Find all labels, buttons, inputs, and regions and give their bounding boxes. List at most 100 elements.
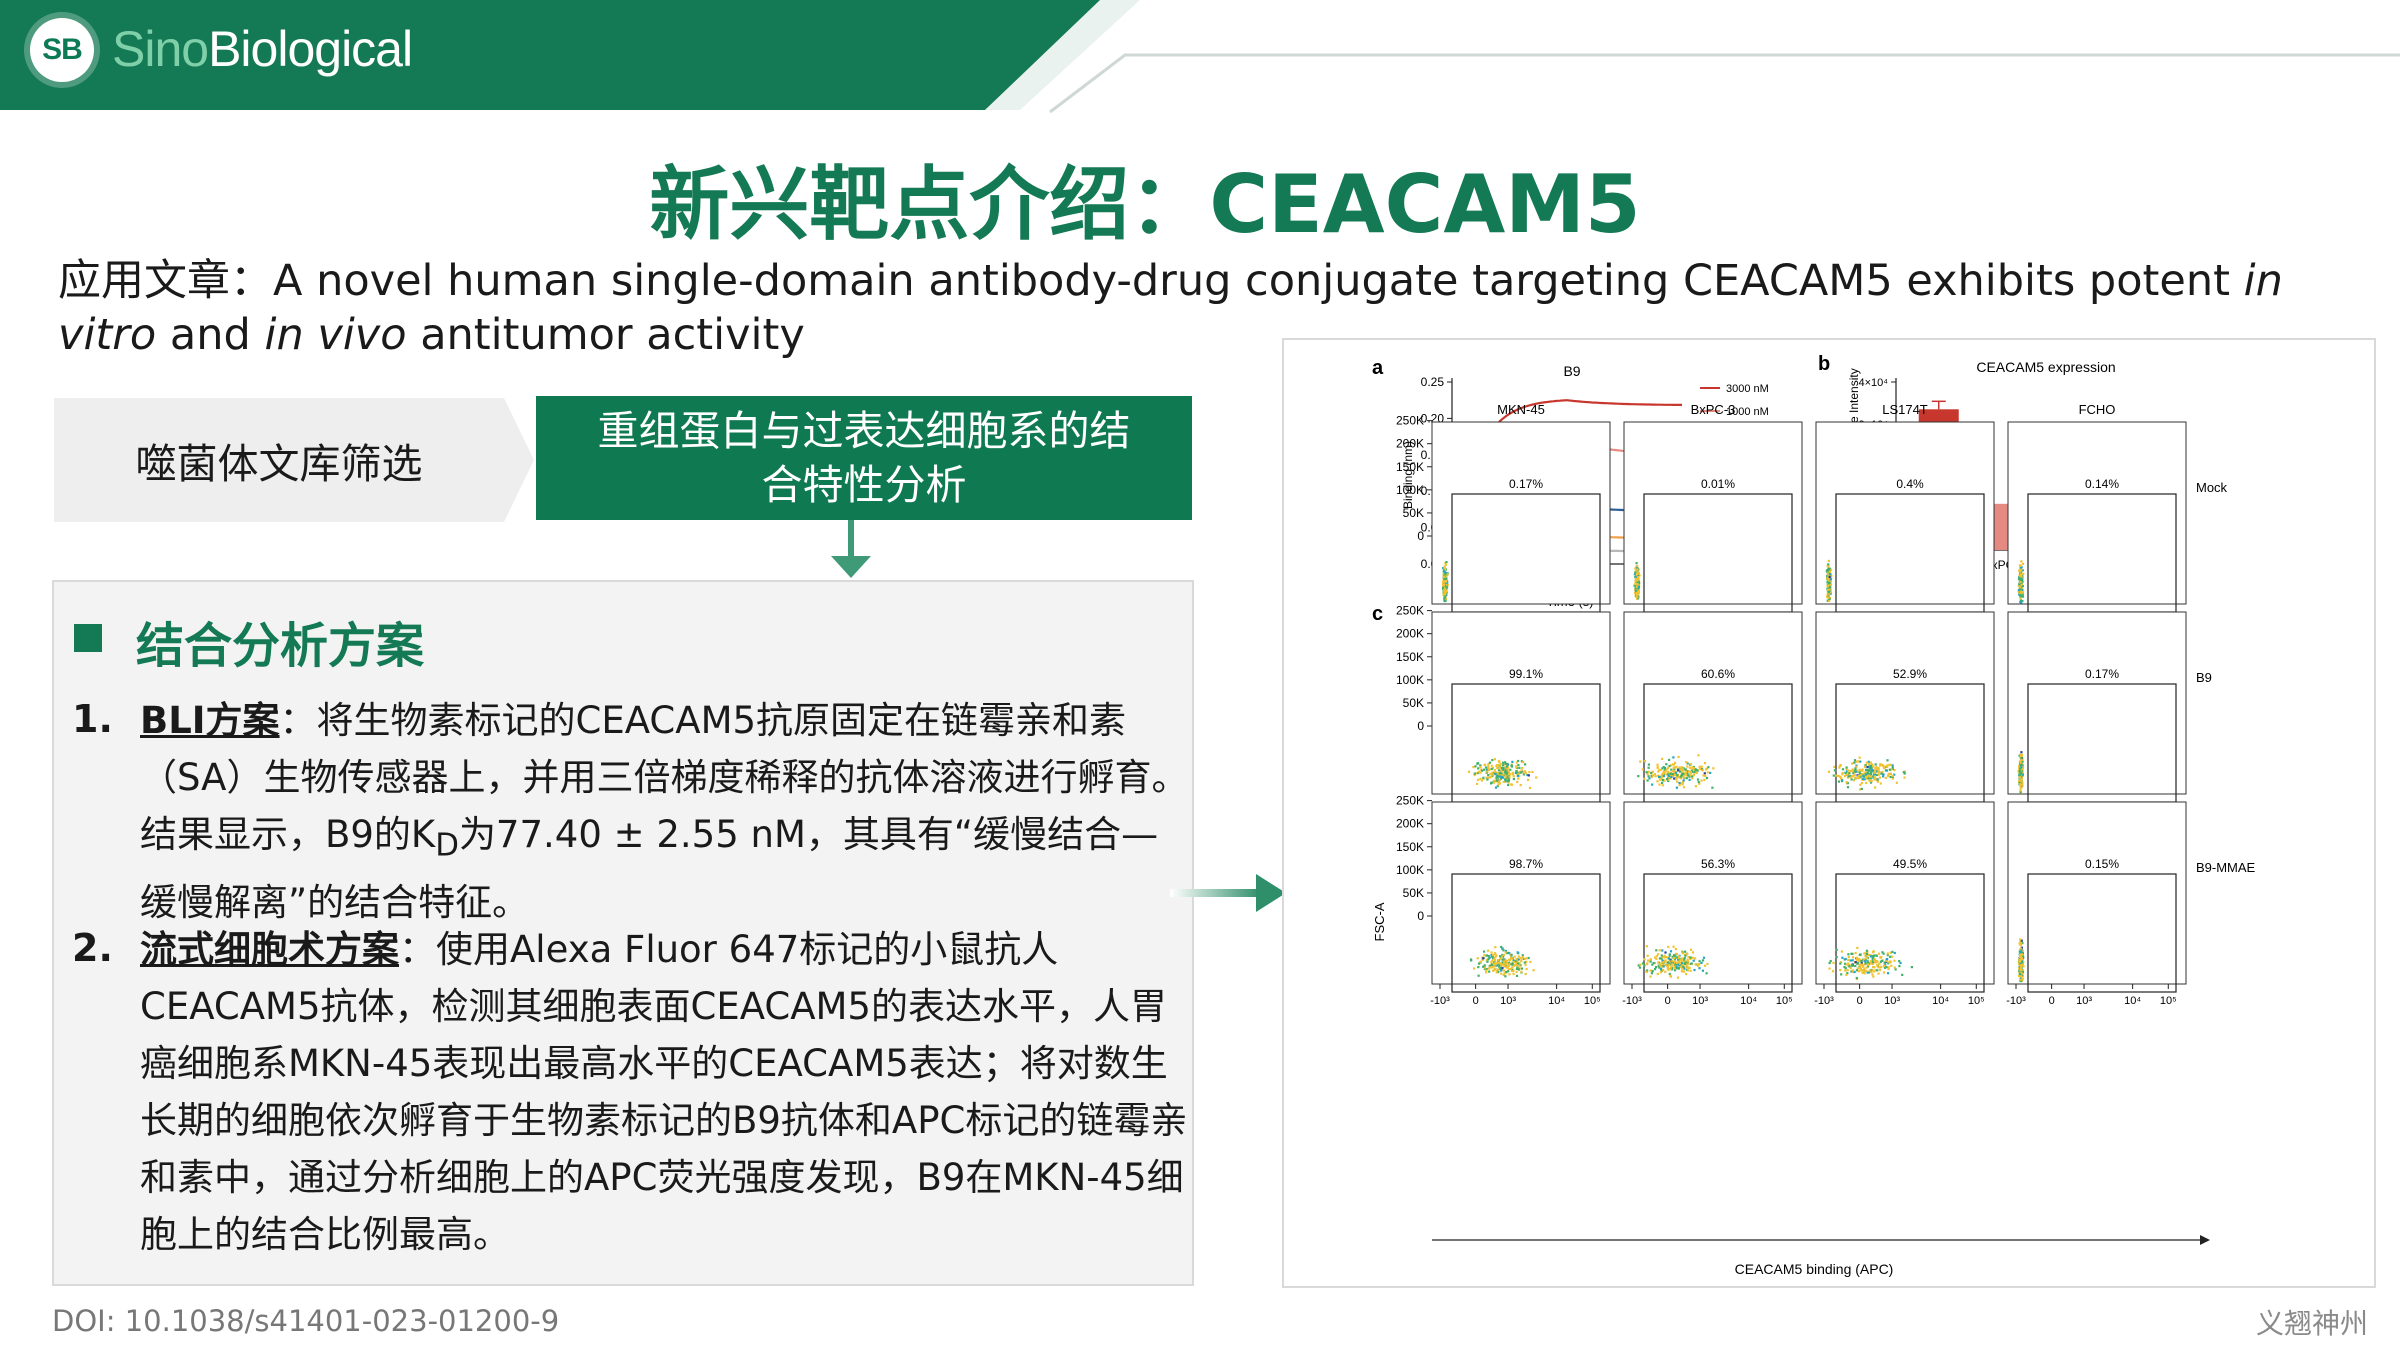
event-dot: [1867, 769, 1870, 772]
event-dot: [1493, 952, 1497, 955]
event-dot: [1443, 565, 1446, 568]
event-dot: [1681, 966, 1684, 969]
event-dot: [1676, 963, 1679, 966]
legend-label: 3000 nM: [1726, 383, 1769, 395]
event-dot: [1876, 969, 1879, 972]
event-dot: [2018, 960, 2022, 963]
event-dot: [1678, 781, 1681, 785]
event-dot: [1869, 764, 1872, 767]
event-dot: [1494, 772, 1497, 776]
event-dot: [1649, 975, 1652, 978]
event-dot: [1877, 966, 1880, 969]
flow-y-tick-label: 50K: [1403, 886, 1424, 900]
event-dot: [1523, 961, 1526, 964]
event-dot: [1863, 772, 1866, 775]
event-dot: [1672, 767, 1675, 770]
event-dot: [1500, 945, 1503, 949]
event-dot: [2021, 968, 2024, 972]
event-dot: [1856, 946, 1859, 949]
event-dot: [1518, 766, 1521, 769]
event-dot: [1633, 584, 1636, 587]
event-dot: [1874, 767, 1877, 770]
event-dot: [1669, 950, 1673, 953]
event-dot: [1480, 769, 1484, 772]
event-dot: [1517, 773, 1520, 776]
event-dot: [1514, 960, 1517, 963]
item1-body-b: 为77.40 ± 2.55 nM，其具有“缓慢结合—缓慢解离”的结合特征。: [140, 813, 1159, 925]
event-dot: [1515, 761, 1518, 764]
event-dot: [1691, 766, 1694, 769]
event-dot: [1490, 955, 1494, 958]
watermark-text: 义翘神州: [2256, 1307, 2369, 1340]
event-dot: [1441, 586, 1445, 589]
event-dot: [1841, 768, 1845, 771]
event-dot: [1834, 769, 1837, 772]
event-dot: [1673, 962, 1676, 965]
event-dot: [1878, 771, 1881, 774]
event-dot: [1704, 774, 1707, 777]
event-dot: [1661, 767, 1664, 770]
event-dot: [1827, 588, 1830, 591]
event-dot: [1680, 964, 1683, 967]
event-dot: [1859, 788, 1862, 791]
event-dot: [1827, 559, 1830, 562]
event-dot: [1893, 959, 1896, 962]
event-dot: [1832, 774, 1835, 777]
item2-sep: ：: [399, 928, 436, 971]
event-dot: [1850, 952, 1853, 955]
event-dot: [1520, 957, 1523, 960]
event-dot: [1493, 769, 1496, 772]
event-dot: [1828, 586, 1831, 590]
event-dot: [1495, 771, 1498, 775]
event-dot: [1853, 761, 1856, 764]
event-dot: [1677, 960, 1680, 963]
event-dot: [2019, 977, 2022, 980]
event-dot: [1848, 964, 1851, 967]
event-dot: [1864, 952, 1867, 955]
flow-y-tick-label: 200K: [1396, 437, 1424, 451]
event-dot: [1649, 958, 1652, 961]
event-dot: [1872, 966, 1875, 969]
event-dot: [1496, 774, 1499, 777]
item1-subscript: D: [435, 827, 459, 864]
event-dot: [1871, 769, 1875, 772]
flow-plot-frame: [2007, 611, 2187, 795]
event-dot: [1496, 766, 1499, 769]
item2-number: 2.: [72, 926, 113, 970]
event-dot: [1864, 960, 1867, 963]
event-dot: [2021, 953, 2024, 956]
event-dot: [1524, 772, 1527, 775]
event-dot: [2019, 762, 2022, 765]
flow-x-tick-label: 10⁴: [2124, 995, 2141, 1007]
event-dot: [1656, 972, 1659, 976]
event-dot: [1851, 956, 1855, 959]
event-dot: [1497, 959, 1500, 962]
event-dot: [2019, 594, 2022, 597]
event-dot: [1666, 771, 1669, 774]
event-dot: [1852, 772, 1855, 775]
event-dot: [1705, 972, 1708, 975]
event-dot: [1828, 599, 1831, 602]
event-dot: [1849, 959, 1852, 962]
event-dot: [1830, 574, 1833, 577]
event-dot: [1487, 949, 1490, 952]
event-dot: [1876, 770, 1879, 773]
flow-row-label: B9-MMAE: [2196, 860, 2256, 875]
event-dot: [1860, 969, 1863, 972]
event-dot: [1667, 963, 1670, 966]
event-dot: [1847, 769, 1850, 772]
event-dot: [1697, 754, 1700, 757]
event-dot: [1828, 597, 1831, 601]
event-dot: [1515, 770, 1518, 773]
event-dot: [1687, 955, 1690, 959]
event-dot: [1829, 959, 1832, 963]
event-dot: [1487, 776, 1490, 779]
panel-a-letter: a: [1372, 357, 1384, 379]
event-dot: [1859, 774, 1862, 777]
event-dot: [1487, 955, 1490, 958]
event-dot: [1508, 776, 1511, 779]
event-dot: [1691, 777, 1694, 780]
event-dot: [1847, 958, 1850, 962]
event-dot: [1651, 970, 1654, 973]
event-dot: [2018, 766, 2021, 769]
